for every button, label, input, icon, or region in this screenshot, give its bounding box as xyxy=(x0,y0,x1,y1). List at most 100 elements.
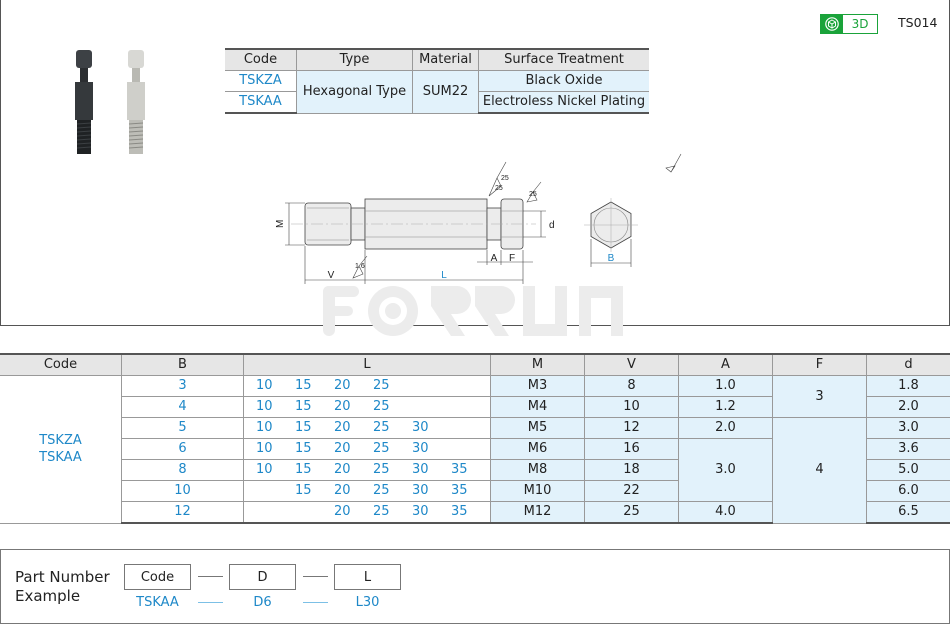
b-cell[interactable]: 10 xyxy=(121,480,244,502)
pn-l-value: L30 xyxy=(355,595,380,610)
dim-F: F xyxy=(509,253,515,264)
surface-cell: Electroless Nickel Plating xyxy=(478,91,649,114)
product-code: TS014 xyxy=(898,15,938,30)
m-cell: M5 xyxy=(490,417,585,439)
type-cell: Hexagonal Type xyxy=(296,70,413,114)
header-L: L xyxy=(243,353,491,376)
pn-separator xyxy=(198,602,223,603)
m-cell: M10 xyxy=(490,480,585,502)
a-cell: 4.0 xyxy=(678,501,773,524)
d-cell: 3.0 xyxy=(866,417,950,439)
pn-separator xyxy=(303,602,328,603)
dim-A: A xyxy=(491,253,498,264)
header-type: Type xyxy=(296,48,413,71)
svg-text:25: 25 xyxy=(495,185,503,192)
m-cell: M12 xyxy=(490,501,585,524)
pn-d-value: D6 xyxy=(253,595,272,610)
b-cell[interactable]: 12 xyxy=(121,501,244,524)
d-cell: 1.8 xyxy=(866,375,950,397)
pn-separator xyxy=(198,576,223,577)
b-cell[interactable]: 8 xyxy=(121,459,244,481)
m-cell: M6 xyxy=(490,438,585,460)
product-photo-black-oxide xyxy=(75,50,93,154)
cube-icon xyxy=(821,15,843,33)
b-cell[interactable]: 6 xyxy=(121,438,244,460)
d-cell: 6.0 xyxy=(866,480,950,502)
material-spec-table: Code Type Material Surface Treatment TSK… xyxy=(225,48,649,114)
a-cell: 2.0 xyxy=(678,417,773,439)
svg-text:25: 25 xyxy=(501,175,509,182)
v-cell: 25 xyxy=(584,501,679,524)
header-M: M xyxy=(490,353,585,376)
b-cell[interactable]: 4 xyxy=(121,396,244,418)
a-cell: 1.2 xyxy=(678,396,773,418)
v-cell: 16 xyxy=(584,438,679,460)
svg-text:25: 25 xyxy=(529,191,537,198)
b-cell[interactable]: 3 xyxy=(121,375,244,397)
svg-text:M: M xyxy=(275,220,286,228)
d-cell: 5.0 xyxy=(866,459,950,481)
product-photo-nickel-plated xyxy=(127,50,145,154)
part-number-example-panel: Part Number Example Code D L TSKAA D6 L3… xyxy=(0,549,950,624)
header-code: Code xyxy=(225,48,297,71)
v-cell: 8 xyxy=(584,375,679,397)
f-cell: 3 xyxy=(772,375,867,418)
d-cell: 2.0 xyxy=(866,396,950,418)
header-code: Code xyxy=(0,353,122,376)
dim-V: V xyxy=(328,270,335,281)
v-cell: 12 xyxy=(584,417,679,439)
3d-label: 3D xyxy=(851,17,869,31)
header-A: A xyxy=(678,353,773,376)
a-cell: 3.0 xyxy=(678,438,773,502)
v-cell: 22 xyxy=(584,480,679,502)
a-cell: 1.0 xyxy=(678,375,773,397)
v-cell: 18 xyxy=(584,459,679,481)
pn-code-box: Code xyxy=(124,564,191,590)
code-cell[interactable]: TSKZA xyxy=(225,70,297,92)
b-cell[interactable]: 5 xyxy=(121,417,244,439)
pn-separator xyxy=(303,576,328,577)
f-cell: 4 xyxy=(772,417,867,524)
dim-d: d xyxy=(549,220,555,231)
dim-L: L xyxy=(441,270,447,281)
surface-cell: Black Oxide xyxy=(478,70,649,92)
dim-B: B xyxy=(608,253,615,264)
header-surface-treatment: Surface Treatment xyxy=(478,48,649,71)
d-cell: 6.5 xyxy=(866,501,950,524)
technical-drawing: M V L A F d 25 25 25 1.6 B xyxy=(275,153,682,284)
pn-code-value: TSKAA xyxy=(136,595,179,610)
forrun-watermark-logo xyxy=(323,286,623,336)
header-F: F xyxy=(772,353,867,376)
material-cell: SUM22 xyxy=(412,70,479,114)
3d-model-button[interactable]: 3D xyxy=(820,14,878,34)
svg-text:1.6: 1.6 xyxy=(355,263,365,270)
header-V: V xyxy=(584,353,679,376)
pn-l-box: L xyxy=(334,564,401,590)
header-material: Material xyxy=(412,48,479,71)
header-B: B xyxy=(121,353,244,376)
d-cell: 3.6 xyxy=(866,438,950,460)
pn-d-box: D xyxy=(229,564,296,590)
header-d: d xyxy=(866,353,950,376)
product-header-panel: 3D TS014 Code Type Material Surface Trea… xyxy=(0,0,950,336)
m-cell: M4 xyxy=(490,396,585,418)
v-cell: 10 xyxy=(584,396,679,418)
m-cell: M3 xyxy=(490,375,585,397)
code-cell[interactable]: TSKAA xyxy=(225,91,297,114)
m-cell: M8 xyxy=(490,459,585,481)
part-number-title: Part Number Example xyxy=(15,568,110,605)
